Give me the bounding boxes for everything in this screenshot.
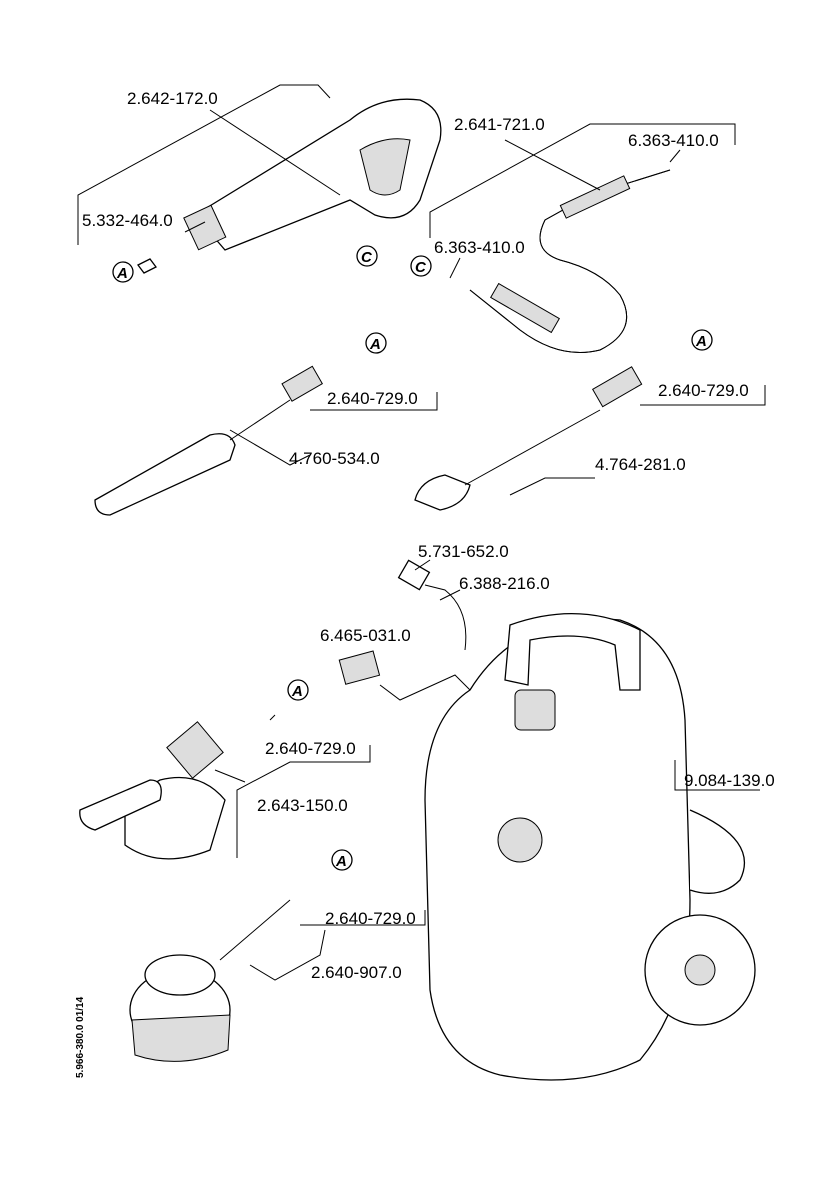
svg-text:A: A — [369, 336, 381, 353]
label-vario-lance: 4.760-534.0 — [289, 449, 380, 468]
label-hose-guide: 6.388-216.0 — [459, 574, 550, 593]
svg-text:A: A — [291, 683, 303, 700]
label-dirt-blaster: 4.764-281.0 — [595, 455, 686, 474]
label-nozzle-kit: 2.640-729.0 — [265, 739, 356, 758]
marker-c: C — [410, 255, 432, 277]
marker-a: A — [112, 261, 134, 283]
label-wash-brush: 2.640-907.0 — [311, 963, 402, 982]
marker-c: C — [356, 245, 378, 267]
dirt-blaster-drawing — [414, 366, 643, 511]
marker-a: A — [331, 849, 353, 871]
hose-drawing — [469, 169, 671, 353]
svg-text:A: A — [695, 333, 707, 350]
trigger-gun-drawing — [137, 98, 442, 274]
label-coupling: 6.465-031.0 — [320, 626, 411, 645]
svg-text:C: C — [415, 259, 427, 276]
svg-text:A: A — [335, 853, 347, 870]
marker-a: A — [365, 332, 387, 354]
label-hose-reel: 9.084-139.0 — [684, 771, 775, 790]
svg-text:A: A — [116, 265, 128, 282]
vario-lance-drawing — [94, 365, 324, 516]
label-cap: 5.731-652.0 — [418, 542, 509, 561]
svg-text:C: C — [361, 249, 373, 266]
label-hose: 2.641-721.0 — [454, 115, 545, 134]
label-gun-insert: 5.332-464.0 — [82, 211, 173, 230]
label-o-ring: 6.363-410.0 — [434, 238, 525, 257]
leader-lines — [77, 84, 766, 981]
label-o-ring: 6.363-410.0 — [628, 131, 719, 150]
label-foam-nozzle: 2.643-150.0 — [257, 796, 348, 815]
document-number: 5.966-380.0 01/14 — [75, 996, 86, 1078]
pressure-washer-drawing — [338, 559, 756, 1081]
label-nozzle-kit: 2.640-729.0 — [325, 909, 416, 928]
label-trigger-gun: 2.642-172.0 — [127, 89, 218, 108]
label-nozzle-kit: 2.640-729.0 — [658, 381, 749, 400]
marker-a: A — [691, 329, 713, 351]
foam-nozzle-drawing — [79, 721, 226, 860]
wash-brush-drawing — [129, 899, 291, 1062]
label-nozzle-kit: 2.640-729.0 — [327, 389, 418, 408]
marker-a: A — [287, 679, 309, 701]
